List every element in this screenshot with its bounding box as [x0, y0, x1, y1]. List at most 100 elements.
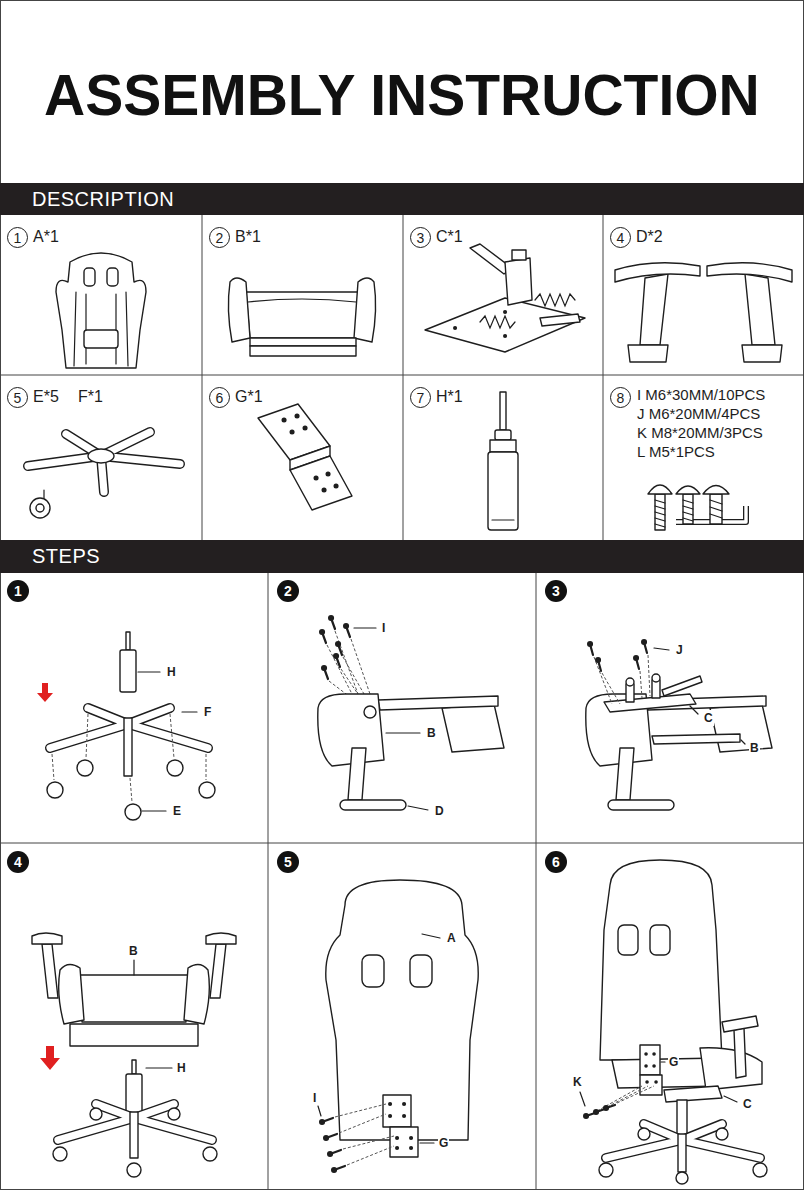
screw-shaft — [710, 494, 722, 524]
part-label: B — [128, 943, 139, 959]
part-quantity: L M5*1PCS — [637, 442, 715, 461]
lumbar-pad — [84, 330, 118, 348]
mechanism-plate — [664, 1086, 722, 1102]
part-label: I — [312, 1090, 317, 1106]
seat-bolster — [184, 964, 209, 1024]
step-number-circle: 3 — [545, 580, 567, 602]
mechanism-knob — [652, 674, 660, 682]
bracket-plate — [390, 1127, 418, 1157]
caster — [77, 760, 93, 776]
screw-head — [676, 486, 700, 494]
screw-guides — [335, 1104, 394, 1165]
leader-lines — [580, 1062, 737, 1106]
part-number-circle: 7 — [410, 387, 431, 408]
callout-number: 6 — [552, 855, 560, 869]
spring — [535, 294, 575, 306]
part-label: I — [381, 620, 386, 636]
armrest-column — [734, 1028, 746, 1078]
mechanism-post — [626, 684, 634, 702]
armrest-pad — [615, 263, 700, 282]
gas-lift — [120, 650, 136, 692]
bracket-plate — [383, 1095, 411, 1127]
screw-guides — [594, 655, 650, 704]
screw-heads — [322, 1122, 334, 1170]
headrest-hole — [362, 955, 384, 987]
star-base — [28, 432, 180, 492]
part-quantity: C*1 — [436, 227, 463, 246]
lift-rod — [126, 632, 130, 650]
part-cell: E*5F*15 — [0, 375, 202, 540]
armrest-foot — [742, 345, 782, 362]
callout-number: 3 — [552, 584, 560, 598]
part-label: C — [703, 710, 714, 726]
leader-lines — [318, 934, 440, 1143]
part-quantity: A*1 — [33, 227, 59, 246]
lift-collar — [495, 430, 511, 440]
direction-arrow — [37, 683, 53, 702]
armrest-pad — [206, 933, 236, 944]
caster — [167, 760, 183, 776]
part-cell: G*16 — [202, 375, 403, 540]
screws — [586, 1105, 615, 1116]
plate-holes — [455, 312, 550, 336]
headrest-hole — [650, 925, 670, 955]
caster — [53, 1147, 67, 1161]
part-quantity: D*2 — [636, 227, 663, 246]
caster — [676, 1172, 688, 1184]
seat-cushion — [246, 292, 358, 338]
grid-lines — [0, 215, 804, 1190]
step-number-circle: 4 — [7, 851, 29, 873]
callout-number: 1 — [14, 231, 22, 245]
mechanism-plate — [604, 694, 696, 712]
caster-axle — [36, 504, 44, 512]
section-band: DESCRIPTION — [0, 183, 804, 215]
part-cell: I M6*30MM/10PCSJ M6*20MM/4PCSK M8*20MM/3… — [603, 375, 804, 540]
armrest-foot — [628, 345, 668, 362]
part-label: C — [742, 1096, 753, 1112]
lift-rod — [132, 1060, 136, 1074]
seat-cushion — [700, 1048, 762, 1090]
caster — [753, 1163, 767, 1177]
seat-base — [250, 346, 356, 356]
caster — [168, 1108, 180, 1120]
part-cell: D*24 — [603, 215, 804, 375]
armrest-pad — [608, 800, 674, 810]
caster — [47, 782, 63, 798]
bracket-holes — [390, 1104, 411, 1148]
part-quantity: G*1 — [235, 387, 263, 406]
part-quantity: K M8*20MM/3PCS — [637, 423, 763, 442]
mechanism-knob — [626, 678, 634, 686]
arm-socket — [364, 706, 376, 718]
leader-lines — [134, 960, 172, 1068]
leader-lines — [354, 628, 428, 810]
screw-guides — [327, 631, 370, 700]
headrest-hole — [107, 268, 118, 286]
seat-bolster — [354, 278, 376, 342]
base-column — [124, 718, 132, 776]
caster — [716, 1128, 728, 1140]
armrest-column — [210, 944, 226, 998]
chair-back — [326, 880, 478, 1140]
part-quantity: B*1 — [235, 227, 261, 246]
caster — [127, 1163, 141, 1177]
screw-head — [648, 485, 672, 494]
part-label: H — [176, 1060, 187, 1076]
screws — [590, 642, 647, 671]
part-cell: C*13 — [403, 215, 603, 375]
screw-thread — [683, 500, 693, 521]
screw-thread — [655, 500, 665, 527]
caster — [125, 804, 141, 820]
armrest-column — [745, 274, 775, 345]
part-number-circle: 5 — [7, 387, 28, 408]
section-band: STEPS — [0, 540, 804, 573]
chair-back — [600, 860, 722, 1060]
bracket-plate — [640, 1045, 660, 1075]
part-cell: B*12 — [202, 215, 403, 375]
screw-head — [703, 486, 729, 495]
caster-guides — [52, 714, 206, 802]
lift-rod — [500, 392, 506, 430]
headrest-hole — [410, 955, 432, 987]
screw-shaft — [683, 494, 693, 524]
caster-stem — [43, 490, 44, 498]
